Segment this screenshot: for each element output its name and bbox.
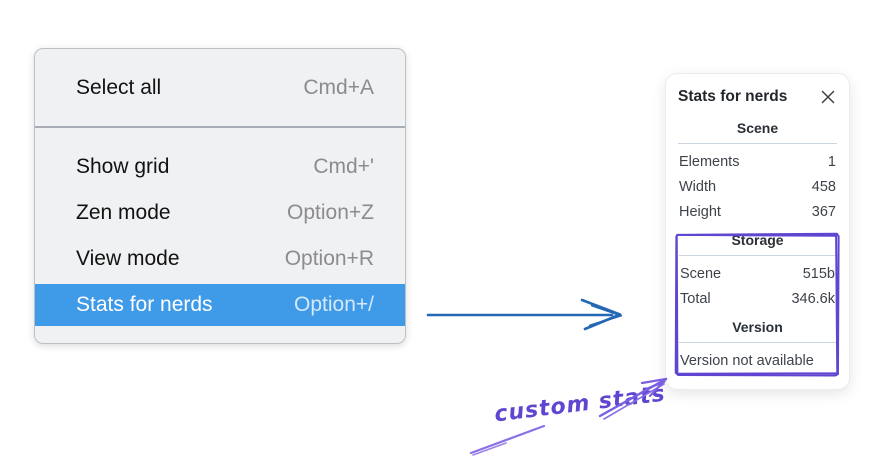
- menu-item-stats-for-nerds[interactable]: Stats for nerds Option+/: [35, 284, 405, 326]
- stats-panel-header: Stats for nerds: [678, 88, 837, 106]
- stat-label: Height: [679, 203, 721, 220]
- stat-label: Total: [680, 290, 711, 307]
- divider: [678, 143, 837, 144]
- stats-panel-title: Stats for nerds: [678, 88, 788, 105]
- stat-value: 515b: [802, 265, 835, 282]
- section-scene: Scene Elements 1 Width 458 Height 367: [678, 120, 837, 224]
- stat-value: 1: [827, 153, 836, 170]
- stat-label: Elements: [679, 153, 740, 170]
- divider: [679, 255, 836, 256]
- section-version: Version Version not available: [679, 319, 836, 369]
- menu-group: Show grid Cmd+' Zen mode Option+Z View m…: [35, 128, 405, 326]
- custom-stats-group: Storage Scene 515b Total 346.6k Version …: [673, 232, 842, 377]
- stats-panel: Stats for nerds Scene Elements 1 Width 4…: [665, 73, 850, 390]
- stat-value: 367: [811, 203, 836, 220]
- menu-item-label: Select all: [76, 76, 162, 99]
- version-note: Version not available: [680, 353, 814, 369]
- stat-value: 346.6k: [791, 290, 835, 307]
- stat-row-width: Width 458: [678, 174, 837, 199]
- section-storage: Storage Scene 515b Total 346.6k: [679, 232, 836, 311]
- stat-row-scene-size: Scene 515b: [679, 261, 836, 286]
- divider: [679, 342, 836, 343]
- menu-item-label: Zen mode: [76, 201, 171, 224]
- menu-item-shortcut: Cmd+A: [303, 76, 374, 99]
- menu-item-shortcut: Cmd+': [313, 155, 374, 178]
- stat-label: Scene: [680, 265, 722, 282]
- stat-row-total-size: Total 346.6k: [679, 286, 836, 311]
- menu-item-shortcut: Option+R: [284, 247, 374, 270]
- menu-item-view-mode[interactable]: View mode Option+R: [35, 236, 405, 282]
- close-icon[interactable]: [819, 88, 837, 106]
- annotation-underline-stroke-icon: [469, 424, 546, 456]
- section-storage-header: Storage: [731, 232, 784, 248]
- annotation-arrow-icon: [598, 377, 668, 420]
- menu-item-select-all[interactable]: Select all Cmd+A: [35, 63, 405, 113]
- menu-item-zen-mode[interactable]: Zen mode Option+Z: [35, 190, 405, 236]
- stat-label: Width: [679, 178, 717, 195]
- menu-item-shortcut: Option+Z: [287, 201, 374, 224]
- menu-separator: [35, 126, 405, 128]
- stat-row-height: Height 367: [678, 199, 837, 224]
- menu-item-show-grid[interactable]: Show grid Cmd+': [35, 144, 405, 190]
- menu-item-shortcut: Option+/: [294, 293, 374, 316]
- context-menu: Select all Cmd+A Show grid Cmd+' Zen mod…: [34, 48, 406, 344]
- stat-value: 458: [811, 178, 836, 195]
- section-scene-header: Scene: [736, 120, 779, 136]
- flow-arrow-icon: [426, 298, 623, 331]
- menu-item-label: Show grid: [76, 155, 170, 178]
- stat-row-elements: Elements 1: [678, 149, 837, 174]
- menu-item-label: View mode: [76, 247, 180, 270]
- section-version-header: Version: [732, 319, 783, 335]
- menu-item-label: Stats for nerds: [76, 293, 213, 316]
